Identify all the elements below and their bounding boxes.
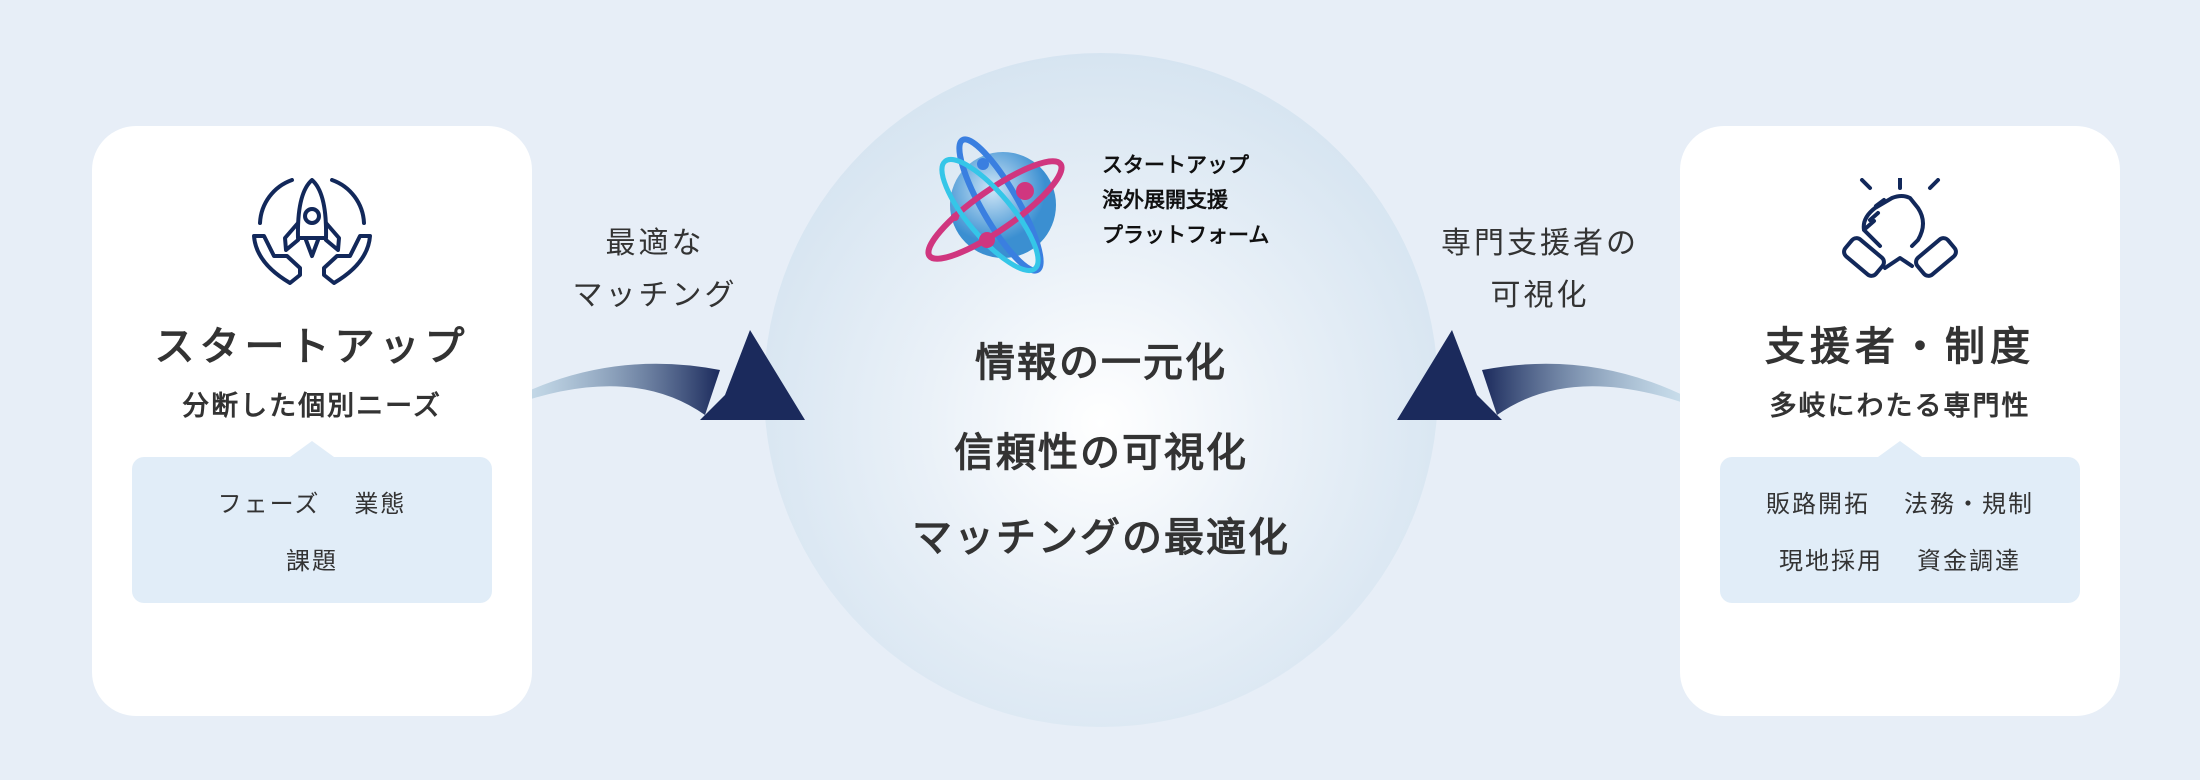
- center-line-3: マッチングの最適化: [912, 515, 1290, 561]
- right-arrow-icon: [1397, 330, 1727, 420]
- tag-box: フェーズ 業態 課題: [132, 441, 492, 603]
- tag: フェーズ: [217, 490, 321, 518]
- card-subtitle: 多岐にわたる専門性: [1769, 391, 2031, 422]
- rocket-in-hands-icon: [252, 178, 372, 285]
- logo-line: スタートアップ: [1102, 153, 1249, 177]
- logo-line: 海外展開支援: [1102, 188, 1228, 212]
- left-arrow-label: 最適な マッチング: [535, 218, 775, 322]
- card-title: スタートアップ: [154, 324, 470, 370]
- tag: 現地採用: [1779, 547, 1883, 575]
- platform-circle: [764, 53, 1438, 727]
- card-title: 支援者・制度: [1765, 324, 2035, 370]
- left-arrow-icon: [475, 330, 805, 420]
- logo-line: プラットフォーム: [1102, 223, 1270, 247]
- label-line: 可視化: [1490, 278, 1590, 313]
- right-arrow-label: 専門支援者の 可視化: [1400, 218, 1680, 322]
- tag: 業態: [354, 490, 407, 518]
- tag-box: 販路開拓 法務・規制 現地採用 資金調達: [1720, 441, 2080, 603]
- center-line-2: 信頼性の可視化: [954, 430, 1248, 476]
- platform-logo-text: スタートアップ 海外展開支援 プラットフォーム: [1102, 148, 1269, 253]
- handshake-icon: [1842, 178, 1958, 278]
- center-line-1: 情報の一元化: [975, 340, 1227, 386]
- card-subtitle: 分断した個別ニーズ: [182, 391, 442, 422]
- tag: 販路開拓: [1766, 490, 1870, 518]
- label-line: 専門支援者の: [1441, 226, 1639, 261]
- startup-card: スタートアップ 分断した個別ニーズ フェーズ 業態 課題: [92, 126, 532, 716]
- tag: 資金調達: [1917, 547, 2021, 575]
- globe-logo-icon: [925, 136, 1065, 274]
- tag: 課題: [286, 547, 338, 575]
- label-line: 最適な: [605, 226, 705, 261]
- tag: 法務・規制: [1904, 490, 2034, 518]
- label-line: マッチング: [572, 278, 738, 313]
- supporters-card: 支援者・制度 多岐にわたる専門性 販路開拓 法務・規制 現地採用 資金調達: [1680, 126, 2120, 716]
